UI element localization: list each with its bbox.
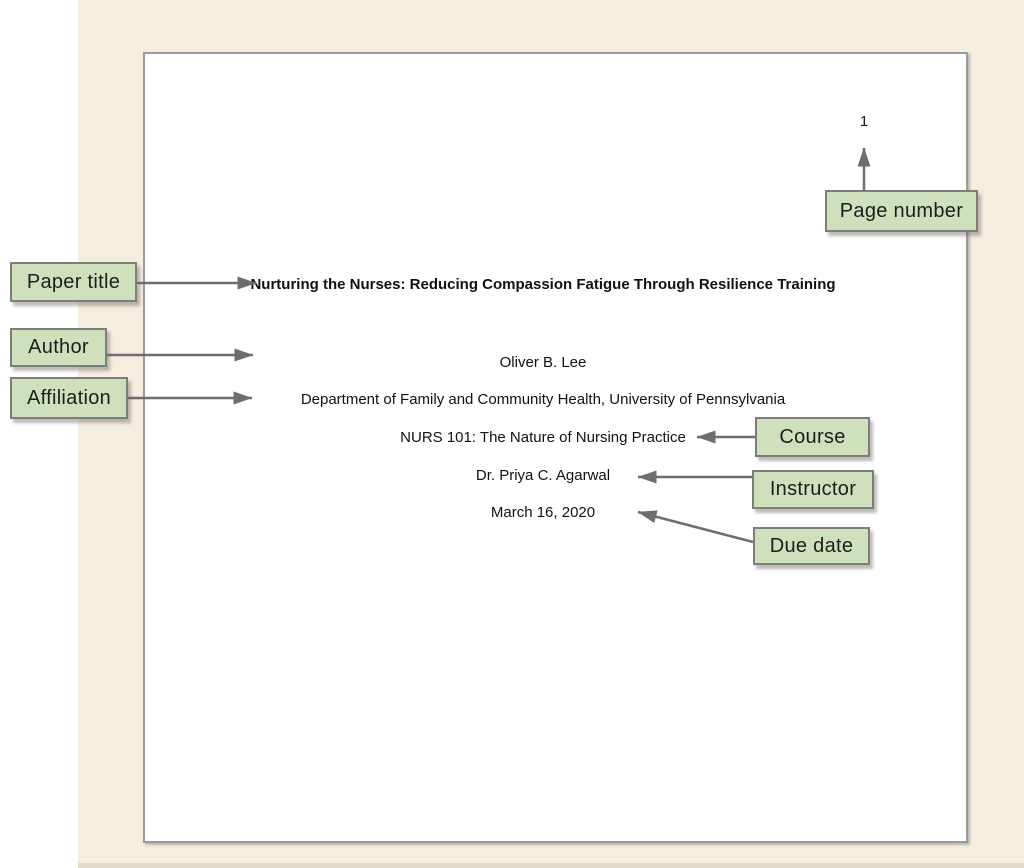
callout-affiliation: Affiliation: [10, 377, 128, 419]
callout-instructor: Instructor: [752, 470, 874, 509]
callout-due-date: Due date: [753, 527, 870, 565]
author-text: Oliver B. Lee: [499, 354, 587, 371]
callout-due-date-label: Due date: [769, 534, 854, 557]
paper-title-text: Nurturing the Nurses: Reducing Compassio…: [250, 276, 836, 293]
callout-course-label: Course: [779, 425, 846, 448]
callout-page-number-label: Page number: [839, 199, 964, 222]
callout-course: Course: [755, 417, 870, 457]
callout-page-number: Page number: [825, 190, 978, 232]
instructor-text: Dr. Priya C. Agarwal: [475, 467, 611, 484]
callout-author: Author: [10, 328, 107, 367]
callout-instructor-label: Instructor: [769, 478, 857, 500]
callout-paper-title-label: Paper title: [26, 270, 121, 293]
course-text: NURS 101: The Nature of Nursing Practice: [400, 429, 686, 446]
bottom-edge-strip: [78, 863, 1024, 868]
page-number-value: 1: [859, 113, 869, 130]
callout-affiliation-label: Affiliation: [26, 386, 112, 409]
affiliation-text: Department of Family and Community Healt…: [300, 391, 786, 408]
callout-paper-title: Paper title: [10, 262, 137, 302]
callout-author-label: Author: [28, 336, 89, 358]
due-date-text: March 16, 2020: [490, 504, 596, 521]
